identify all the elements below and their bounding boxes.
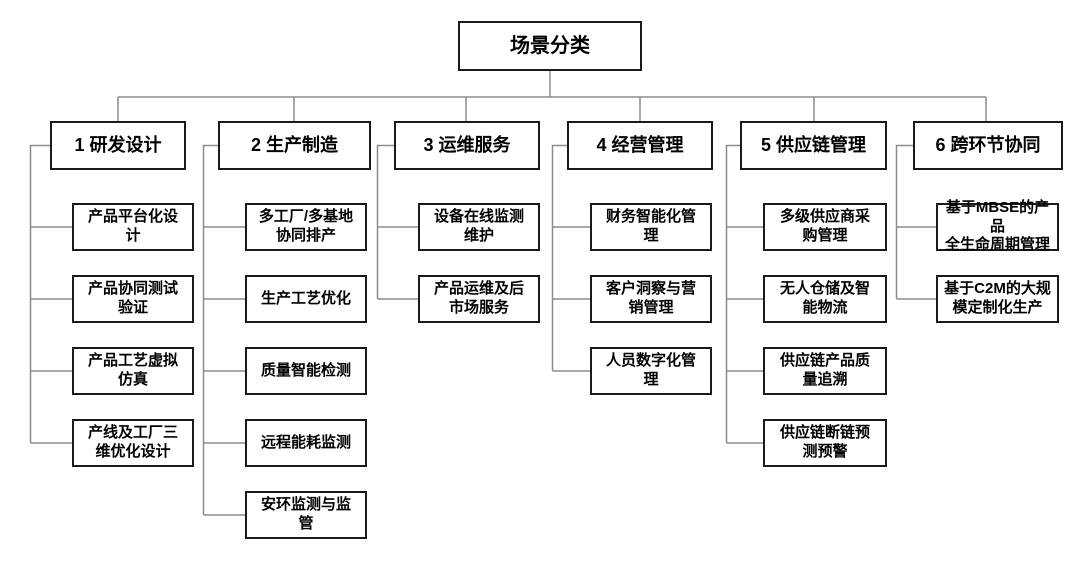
node-product-platform-design: 产品平台化设 计	[72, 203, 194, 251]
node-production-process-optimize: 生产工艺优化	[245, 275, 367, 323]
node-mbse-product-lifecycle: 基于MBSE的产品 全生命周期管理	[936, 199, 1059, 253]
branch-3-connector	[376, 144, 418, 300]
root-connector	[117, 68, 987, 121]
node-supply-chain-break-warning: 供应链断链预 测预警	[763, 419, 887, 467]
node-multi-tier-supplier-procure: 多级供应商采 购管理	[763, 203, 887, 251]
branch-header-supply-chain: 5 供应链管理	[740, 121, 887, 170]
branch-header-om-service: 3 运维服务	[394, 121, 540, 170]
node-line-factory-3d-design: 产线及工厂三 维优化设计	[72, 419, 194, 467]
branch-header-business-mgmt: 4 经营管理	[567, 121, 713, 170]
branch-header-manufacturing: 2 生产制造	[218, 121, 371, 170]
node-remote-energy-monitoring: 远程能耗监测	[245, 419, 367, 467]
branch-header-rd-design: 1 研发设计	[50, 121, 186, 170]
branch-2-connector	[202, 144, 245, 516]
node-c2m-mass-customization: 基于C2M的大规 模定制化生产	[936, 275, 1059, 323]
node-unmanned-warehouse-logistics: 无人仓储及智 能物流	[763, 275, 887, 323]
node-equipment-online-monitoring: 设备在线监测 维护	[418, 203, 540, 251]
node-product-collaborative-testing: 产品协同测试 验证	[72, 275, 194, 323]
branch-4-connector	[551, 144, 590, 372]
node-product-om-aftermarket: 产品运维及后 市场服务	[418, 275, 540, 323]
node-customer-insight-marketing: 客户洞察与营 销管理	[590, 275, 712, 323]
node-supply-chain-quality-trace: 供应链产品质 量追溯	[763, 347, 887, 395]
branch-6-connector	[895, 144, 937, 300]
root-node-scene-classification: 场景分类	[458, 21, 642, 71]
branch-header-cross-link: 6 跨环节协同	[913, 121, 1063, 170]
branch-5-connector	[725, 144, 763, 444]
node-process-virtual-simulation: 产品工艺虚拟 仿真	[72, 347, 194, 395]
node-ehs-monitoring-supervision: 安环监测与监 管	[245, 491, 367, 539]
node-personnel-digital-mgmt: 人员数字化管 理	[590, 347, 712, 395]
node-intelligent-finance-mgmt: 财务智能化管 理	[590, 203, 712, 251]
branch-1-connector	[29, 144, 72, 444]
node-intelligent-quality-inspect: 质量智能检测	[245, 347, 367, 395]
node-multi-factory-scheduling: 多工厂/多基地 协同排产	[245, 203, 367, 251]
